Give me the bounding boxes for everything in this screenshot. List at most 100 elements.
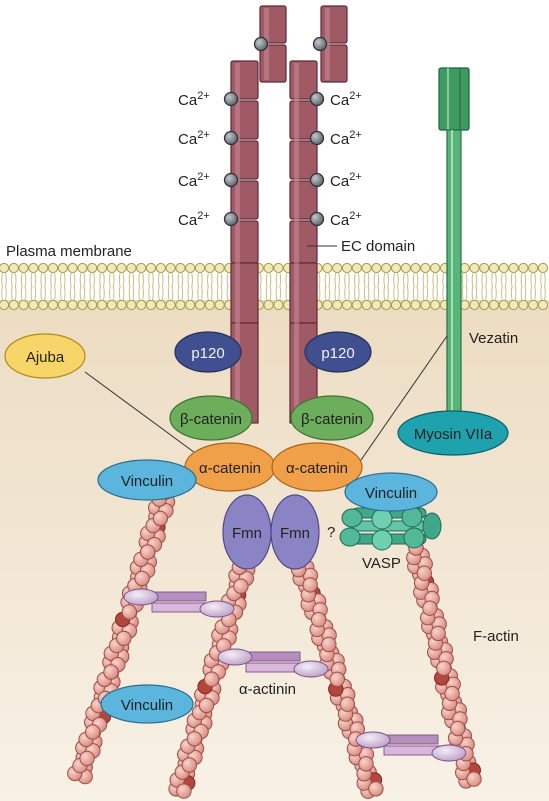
lipid-tail bbox=[510, 272, 517, 288]
lipid-tail bbox=[177, 285, 184, 301]
lipid-tail bbox=[530, 272, 536, 288]
lipid-head bbox=[381, 299, 392, 311]
lipid-tail bbox=[89, 272, 95, 288]
lipid-head bbox=[400, 299, 411, 311]
calcium-label: Ca2+ bbox=[330, 171, 362, 190]
lipid-tail bbox=[187, 272, 193, 288]
lipid-head bbox=[322, 299, 333, 311]
svg-text:Fmn: Fmn bbox=[280, 525, 310, 542]
lipid-head bbox=[420, 299, 431, 311]
lipid-tail bbox=[109, 285, 115, 301]
calcium-ion bbox=[223, 130, 239, 146]
lipid-head bbox=[18, 262, 29, 274]
lipid-head bbox=[165, 299, 176, 311]
lipid-head bbox=[175, 262, 186, 274]
actin-monomer bbox=[466, 771, 482, 787]
lipid-tail bbox=[530, 285, 536, 301]
svg-text:Vinculin: Vinculin bbox=[365, 485, 417, 502]
lipid-head bbox=[77, 299, 88, 311]
lipid-tail bbox=[40, 285, 46, 301]
lipid-tail bbox=[118, 285, 125, 301]
lipid-head bbox=[67, 299, 78, 311]
actin-monomer bbox=[302, 577, 318, 593]
lipid-head bbox=[0, 299, 10, 311]
vinculin-top-left: Vinculin bbox=[97, 459, 197, 501]
lipid-tail bbox=[20, 285, 27, 301]
lipid-head bbox=[116, 299, 127, 311]
lipid-head bbox=[469, 262, 480, 274]
actin-monomer bbox=[203, 671, 220, 687]
lipid-head bbox=[77, 262, 88, 274]
lipid-head bbox=[136, 299, 147, 311]
myosin-viia: Myosin VIIa bbox=[397, 410, 509, 456]
lipid-head bbox=[508, 262, 519, 274]
lipid-tail bbox=[393, 272, 399, 288]
lipid-tail bbox=[275, 285, 282, 301]
lipid-tail bbox=[383, 272, 389, 288]
lipid-head bbox=[38, 262, 49, 274]
lipid-tail bbox=[383, 285, 389, 301]
actin-monomer bbox=[339, 696, 356, 712]
lipid-tail bbox=[177, 272, 184, 288]
alpha-actinin-crosslinkers bbox=[123, 588, 467, 762]
lipid-head bbox=[322, 262, 333, 274]
lipid-tail bbox=[363, 272, 370, 288]
lipid-tail bbox=[324, 285, 331, 301]
lipid-head bbox=[410, 299, 421, 311]
lipid-head bbox=[18, 299, 29, 311]
lipid-head bbox=[390, 299, 402, 311]
lipid-tail bbox=[99, 272, 105, 288]
actin-monomer bbox=[436, 660, 452, 676]
f-actin-label: F-actin bbox=[473, 628, 519, 645]
lipid-tail bbox=[265, 272, 272, 288]
lipid-tail bbox=[79, 272, 86, 288]
calcium-label: Ca2+ bbox=[330, 90, 362, 109]
lipid-tail bbox=[216, 272, 223, 288]
lipid-head bbox=[528, 262, 539, 274]
actin-monomer bbox=[79, 750, 95, 767]
lipid-tail bbox=[50, 272, 56, 288]
alpha-actinin bbox=[355, 731, 467, 762]
lipid-tail bbox=[412, 272, 419, 288]
formin-left: Fmn bbox=[222, 494, 272, 570]
svg-text:α-catenin: α-catenin bbox=[286, 460, 348, 477]
lipid-tail bbox=[393, 285, 399, 301]
lipid-head bbox=[332, 299, 343, 311]
lipid-tail bbox=[1, 285, 7, 301]
lipid-tail bbox=[11, 272, 17, 288]
lipid-tail bbox=[275, 272, 282, 288]
lipid-head bbox=[332, 262, 343, 274]
lipid-tail bbox=[30, 285, 37, 301]
formin-right: Fmn bbox=[270, 494, 320, 570]
vasp-label: VASP bbox=[362, 555, 401, 572]
lipid-tail bbox=[334, 285, 340, 301]
calcium-label: Ca2+ bbox=[178, 129, 210, 148]
lipid-head bbox=[28, 299, 39, 311]
lipid-tail bbox=[216, 285, 223, 301]
svg-text:Vinculin: Vinculin bbox=[121, 697, 173, 714]
lipid-tail bbox=[128, 272, 135, 288]
lipid-tail bbox=[138, 272, 144, 288]
lipid-tail bbox=[540, 285, 546, 301]
vasp-tetramer bbox=[339, 506, 442, 551]
lipid-head bbox=[351, 262, 362, 274]
lipid-head bbox=[488, 262, 500, 274]
lipid-head bbox=[8, 299, 19, 311]
lipid-tail bbox=[344, 285, 350, 301]
lipid-tail bbox=[540, 272, 546, 288]
lipid-head bbox=[537, 262, 549, 274]
lipid-head bbox=[351, 299, 362, 311]
actin-monomer bbox=[444, 685, 460, 702]
lipid-tail bbox=[167, 285, 174, 301]
lipid-tail bbox=[40, 272, 46, 288]
lipid-tail bbox=[412, 285, 419, 301]
lipid-tail bbox=[432, 272, 438, 288]
ajuba-pointer bbox=[84, 371, 203, 459]
lipid-tail bbox=[491, 285, 497, 301]
actin-monomer bbox=[85, 724, 101, 740]
lipid-head bbox=[410, 262, 421, 274]
svg-text:Fmn: Fmn bbox=[232, 525, 262, 542]
lipid-head bbox=[488, 299, 500, 311]
lipid-head bbox=[126, 262, 137, 274]
lipid-head bbox=[273, 262, 284, 274]
